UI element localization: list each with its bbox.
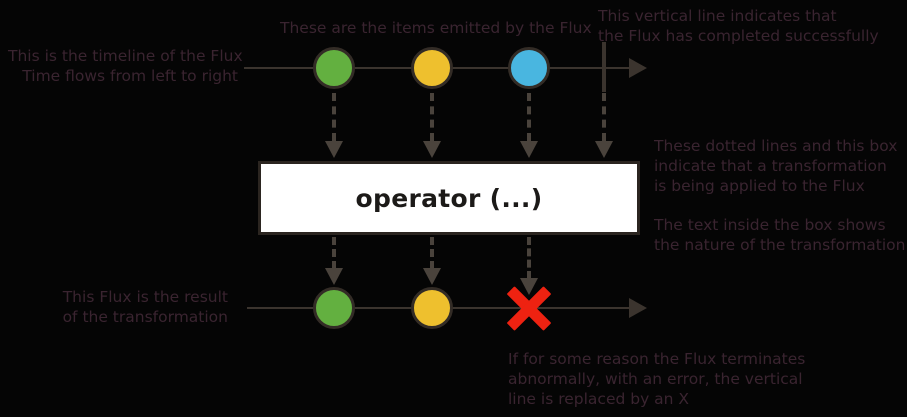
source-marble-blue bbox=[508, 47, 550, 89]
result-marble-yellow bbox=[411, 287, 453, 329]
dash-line-green-out bbox=[332, 237, 336, 269]
annotation-complete: This vertical line indicates that the Fl… bbox=[598, 7, 879, 45]
dash-line-yellow-out bbox=[430, 237, 434, 269]
dash-line-complete-in bbox=[602, 93, 606, 141]
source-marble-yellow bbox=[411, 47, 453, 89]
dash-arrow-complete-in bbox=[595, 141, 613, 158]
error-x-icon bbox=[503, 282, 555, 334]
operator-box[interactable]: operator (...) bbox=[258, 161, 640, 235]
source-timeline-arrowhead bbox=[629, 58, 647, 78]
dash-arrow-yellow-out bbox=[423, 268, 441, 285]
annotation-box-text: The text inside the box shows the nature… bbox=[654, 216, 906, 254]
dash-arrow-green-out bbox=[325, 268, 343, 285]
dash-arrow-green-in bbox=[325, 141, 343, 158]
result-timeline-arrowhead bbox=[629, 298, 647, 318]
dash-line-green-in bbox=[332, 93, 336, 141]
annotation-result: This Flux is the result of the transform… bbox=[62, 288, 228, 326]
annotation-transformation: These dotted lines and this box indicate… bbox=[654, 137, 898, 195]
dash-arrow-blue-in bbox=[520, 141, 538, 158]
result-marble-green bbox=[313, 287, 355, 329]
completion-line bbox=[602, 42, 606, 92]
dash-line-error-out bbox=[527, 237, 531, 279]
annotation-error: If for some reason the Flux terminates a… bbox=[508, 350, 806, 408]
dash-line-yellow-in bbox=[430, 93, 434, 141]
annotation-items: These are the items emitted by the Flux bbox=[280, 19, 592, 37]
dash-arrow-error-out bbox=[520, 278, 538, 295]
annotation-timeline: This is the timeline of the Flux Time fl… bbox=[8, 47, 243, 85]
dash-arrow-yellow-in bbox=[423, 141, 441, 158]
dash-line-blue-in bbox=[527, 93, 531, 141]
source-marble-green bbox=[313, 47, 355, 89]
operator-label: operator (...) bbox=[355, 183, 543, 213]
